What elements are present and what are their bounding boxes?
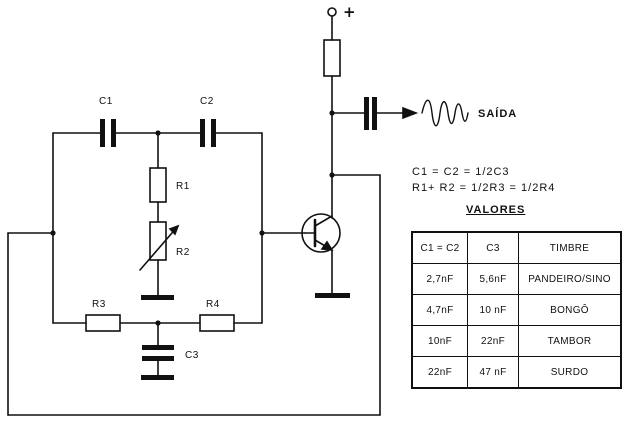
table-row: 10nF 22nF TAMBOR bbox=[411, 325, 622, 357]
table-cell: PANDEIRO/SINO bbox=[518, 263, 622, 295]
ground-symbol bbox=[315, 293, 350, 298]
ground-symbol bbox=[141, 375, 174, 380]
table-row: 4,7nF 10 nF BONGÔ bbox=[411, 294, 622, 326]
collector-resistor bbox=[323, 39, 341, 77]
table-cell: 47 nF bbox=[467, 356, 519, 389]
table-cell: 10nF bbox=[411, 325, 468, 357]
values-title: VALORES bbox=[466, 204, 526, 216]
label-r1: R1 bbox=[176, 181, 190, 192]
table-cell: 10 nF bbox=[467, 294, 519, 326]
junction-dot bbox=[329, 110, 335, 116]
capacitor-c1 bbox=[100, 119, 105, 147]
junction-dot bbox=[155, 320, 161, 326]
table-cell: BONGÔ bbox=[518, 294, 622, 326]
table-row: 2,7nF 5,6nF PANDEIRO/SINO bbox=[411, 263, 622, 295]
label-c2: C2 bbox=[200, 96, 214, 107]
equation-capacitors: C1 = C2 = 1/2C3 bbox=[412, 166, 510, 178]
header-c3: C3 bbox=[467, 231, 519, 264]
output-waveform bbox=[421, 99, 469, 127]
resistor-r2 bbox=[149, 221, 167, 261]
table-cell: 22nF bbox=[411, 356, 468, 389]
resistor-r1 bbox=[149, 167, 167, 203]
supply-terminal bbox=[327, 7, 337, 17]
header-timbre: TIMBRE bbox=[518, 231, 622, 264]
table-cell: 22nF bbox=[467, 325, 519, 357]
transistor bbox=[301, 213, 341, 253]
table-cell: 5,6nF bbox=[467, 263, 519, 295]
table-cell: 2,7nF bbox=[411, 263, 468, 295]
table-cell: TAMBOR bbox=[518, 325, 622, 357]
values-table: C1 = C2 C3 TIMBRE 2,7nF 5,6nF PANDEIRO/S… bbox=[411, 231, 622, 389]
resistor-r4 bbox=[199, 314, 235, 332]
capacitor-c3 bbox=[142, 345, 174, 350]
supply-symbol: + bbox=[343, 3, 356, 21]
label-r4: R4 bbox=[206, 299, 220, 310]
ground-symbol bbox=[141, 295, 174, 300]
junction-dot bbox=[155, 130, 161, 136]
table-row: 22nF 47 nF SURDO bbox=[411, 356, 622, 389]
junction-dot bbox=[259, 230, 265, 236]
junction-dot bbox=[50, 230, 56, 236]
output-capacitor bbox=[364, 97, 369, 130]
equation-resistors: R1+ R2 = 1/2R3 = 1/2R4 bbox=[412, 182, 556, 194]
capacitor-c2 bbox=[200, 119, 205, 147]
table-header-row: C1 = C2 C3 TIMBRE bbox=[411, 231, 622, 264]
resistor-r3 bbox=[85, 314, 121, 332]
label-c3: C3 bbox=[185, 350, 199, 361]
label-r3: R3 bbox=[92, 299, 106, 310]
output-arrow bbox=[402, 106, 419, 120]
label-c1: C1 bbox=[99, 96, 113, 107]
table-cell: 4,7nF bbox=[411, 294, 468, 326]
table-cell: SURDO bbox=[518, 356, 622, 389]
label-r2: R2 bbox=[176, 247, 190, 258]
header-c1-c2: C1 = C2 bbox=[411, 231, 468, 264]
output-label: SAÍDA bbox=[478, 107, 517, 120]
junction-dot bbox=[329, 172, 335, 178]
